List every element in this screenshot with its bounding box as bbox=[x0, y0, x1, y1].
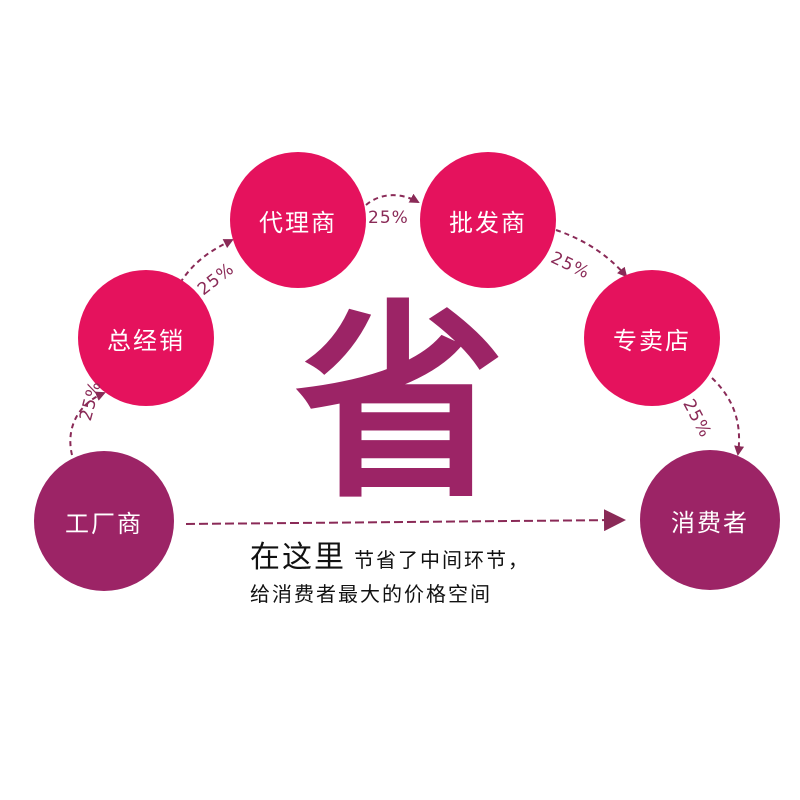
arrow-wholesaler-to-store bbox=[555, 229, 628, 278]
caption-line-2: 给消费者最大的价格空间 bbox=[250, 582, 492, 606]
arrow-factory-to-general bbox=[69, 391, 106, 456]
node-agent: 代理商 bbox=[230, 152, 366, 288]
node-wholesaler-label: 批发商 bbox=[449, 208, 527, 237]
caption-emphasis: 在这里 bbox=[250, 540, 346, 575]
node-consumer-label: 消费者 bbox=[671, 508, 749, 537]
node-agent-label: 代理商 bbox=[259, 208, 337, 237]
arrow-store-to-consumer bbox=[711, 377, 745, 456]
node-general-distributor-label: 总经销 bbox=[107, 326, 185, 355]
arrow-agent-to-wholesaler bbox=[365, 193, 420, 206]
caption-line-1: 在这里节省了中间环节， bbox=[250, 532, 530, 576]
node-factory-label: 工厂商 bbox=[65, 509, 143, 538]
arrow-factory-to-consumer bbox=[185, 509, 626, 532]
node-consumer: 消费者 bbox=[640, 450, 780, 590]
node-general-distributor: 总经销 bbox=[78, 270, 214, 406]
caption-text-1: 节省了中间环节， bbox=[354, 548, 530, 572]
center-char: 省 bbox=[294, 282, 505, 527]
node-specialty-store-label: 专卖店 bbox=[613, 326, 691, 355]
node-factory: 工厂商 bbox=[34, 451, 174, 591]
pct-agent-to-wholesaler: 25% bbox=[368, 208, 409, 228]
node-specialty-store: 专卖店 bbox=[584, 270, 720, 406]
node-wholesaler: 批发商 bbox=[420, 152, 556, 288]
